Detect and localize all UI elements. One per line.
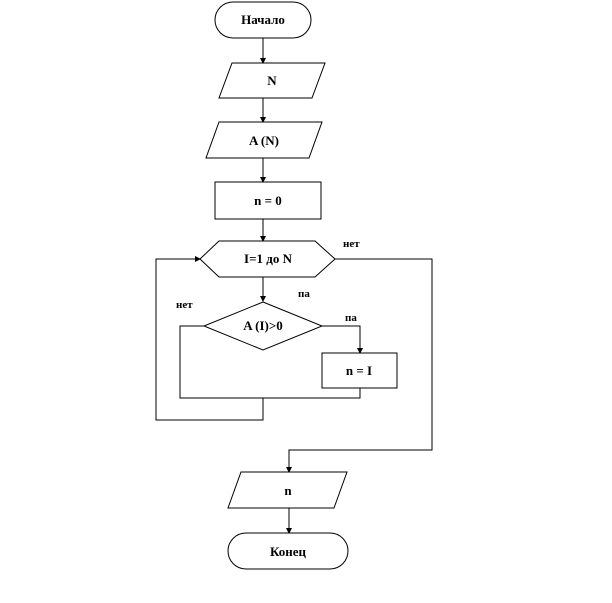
assign-process: n = I xyxy=(321,352,398,389)
condition-label: A (I)>0 xyxy=(243,318,283,333)
init-process: n = 0 xyxy=(214,181,322,220)
branch-label-condition-yes: па xyxy=(345,312,357,324)
arrow-loop-exit-to-output xyxy=(286,258,433,473)
end-label: Конец xyxy=(270,544,307,559)
line-condition-no-merge xyxy=(179,325,361,399)
arrow-loop-back xyxy=(155,256,264,421)
end-terminator: Конец xyxy=(227,532,349,570)
output-label: n xyxy=(284,483,292,498)
branch-label-loop-exit: нет xyxy=(343,238,360,250)
branch-label-condition-no: нет xyxy=(176,299,193,311)
connectors xyxy=(155,38,433,534)
arrow-condition-yes-to-assign xyxy=(322,325,363,354)
init-label: n = 0 xyxy=(254,193,282,208)
input-n-block: N xyxy=(218,62,326,99)
branch-label-loop-body: па xyxy=(298,288,310,300)
loop-label: I=1 до N xyxy=(244,251,293,266)
output-block: n xyxy=(227,471,348,509)
input-n-label: N xyxy=(267,73,277,88)
assign-label: n = I xyxy=(346,363,372,378)
input-array-label: A (N) xyxy=(249,133,279,148)
condition-decision: A (I)>0 xyxy=(202,301,324,351)
start-terminator: Начало xyxy=(214,1,312,39)
loop-block: I=1 до N xyxy=(199,240,336,278)
input-array-block: A (N) xyxy=(205,121,323,159)
start-label: Начало xyxy=(241,12,285,27)
